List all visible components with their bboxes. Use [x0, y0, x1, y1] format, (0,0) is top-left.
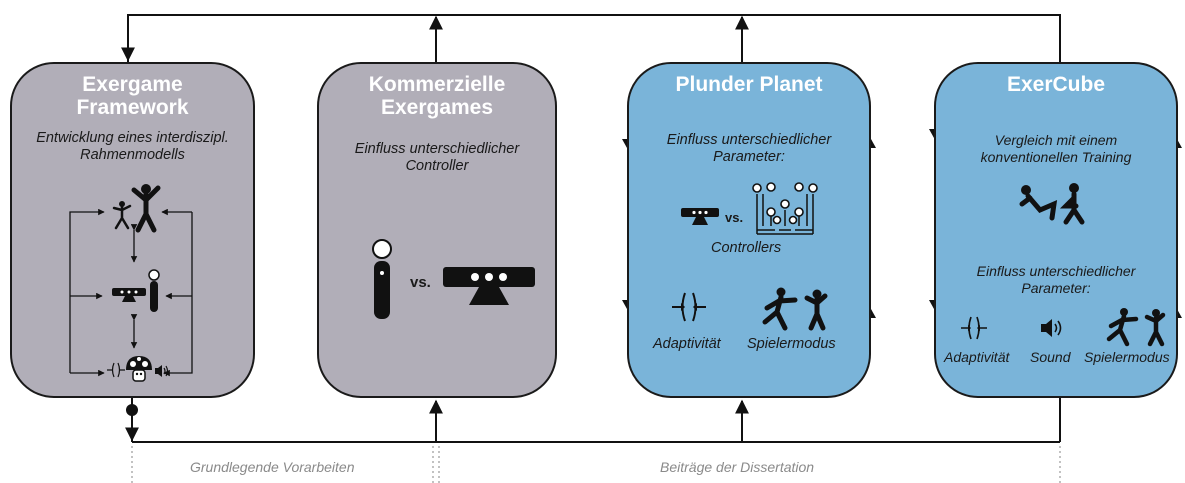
subtitle-line-1: Einfluss unterschiedlicher [354, 141, 520, 157]
mushroom-icon [126, 356, 152, 382]
box-subtitle-2: Einfluss unterschiedlicher Parameter: [936, 263, 1176, 297]
kinect-icon [112, 288, 146, 302]
player-mode-label: Spielermodus [1084, 349, 1170, 365]
box-subtitle: Einfluss unterschiedlicher Parameter: [629, 132, 869, 166]
box-exergame-framework: Exergame Framework Entwicklung eines int… [10, 62, 255, 398]
kinect-icon [681, 208, 719, 225]
adaptivity-icon [672, 292, 706, 322]
box-title: Exergame Framework [12, 73, 253, 119]
kinect-icon [443, 267, 535, 305]
title-line-2: Exergames [380, 96, 494, 119]
box-title: ExerCube [1006, 73, 1106, 96]
box-exercube: ExerCube Vergleich mit einem konventione… [934, 62, 1178, 398]
move-controller-icon [372, 239, 392, 319]
subtitle2-line-1: Einfluss unterschiedlicher [976, 263, 1136, 279]
box-title: Kommerzielle Exergames [319, 73, 555, 119]
vs-label: vs. [725, 210, 744, 225]
move-controller-icon [148, 269, 160, 312]
player-mode-label: Spielermodus [747, 336, 836, 352]
top-line [127, 14, 1061, 62]
box-plunder-planet: Plunder Planet Einfluss unterschiedliche… [627, 62, 871, 398]
adaptivity-label: Adaptivität [944, 349, 1010, 365]
climbing-wall-icon [752, 182, 818, 235]
subtitle-line-2: konventionellen Training [980, 149, 1132, 165]
subtitle-line-1: Vergleich mit einem [994, 132, 1118, 148]
sound-icon [1041, 319, 1062, 337]
title-line-1: Exergame [82, 73, 183, 96]
subtitle2-line-2: Parameter: [1021, 280, 1091, 296]
title-line-1: Kommerzielle [368, 73, 506, 96]
fencing-icon [1106, 308, 1166, 347]
sit-up-icon [1019, 183, 1085, 225]
bottom-label-right: Beiträge der Dissertation [660, 459, 815, 475]
people-icon [112, 184, 161, 233]
fencing-icon [762, 287, 828, 331]
subtitle-line-2: Controller [405, 158, 469, 174]
box-subtitle: Vergleich mit einem konventionellen Trai… [936, 132, 1176, 166]
adaptivity-icon [107, 362, 125, 378]
subtitle-line-1: Einfluss unterschiedlicher [666, 132, 832, 148]
box-title: Plunder Planet [675, 73, 823, 96]
box-kommerzielle-exergames: Kommerzielle Exergames Einfluss untersch… [317, 62, 557, 398]
title-line-2: Framework [76, 96, 189, 119]
controllers-label: Controllers [711, 240, 782, 256]
subtitle-line-2: Parameter: [713, 149, 785, 165]
box-subtitle: Entwicklung eines interdiszipl. Rahmenmo… [12, 130, 253, 164]
framework-cycle-diagram [69, 208, 193, 377]
bottom-label-left: Grundlegende Vorarbeiten [190, 459, 355, 475]
box-subtitle: Einfluss unterschiedlicher Controller [319, 141, 555, 175]
subtitle-line-1: Entwicklung eines interdiszipl. [36, 130, 229, 146]
adaptivity-label: Adaptivität [653, 336, 721, 352]
sound-icon [155, 365, 169, 377]
subtitle-line-2: Rahmenmodells [80, 147, 185, 163]
adaptivity-icon [961, 316, 987, 340]
vs-label: vs. [410, 274, 431, 291]
sound-label: Sound [1030, 349, 1071, 365]
